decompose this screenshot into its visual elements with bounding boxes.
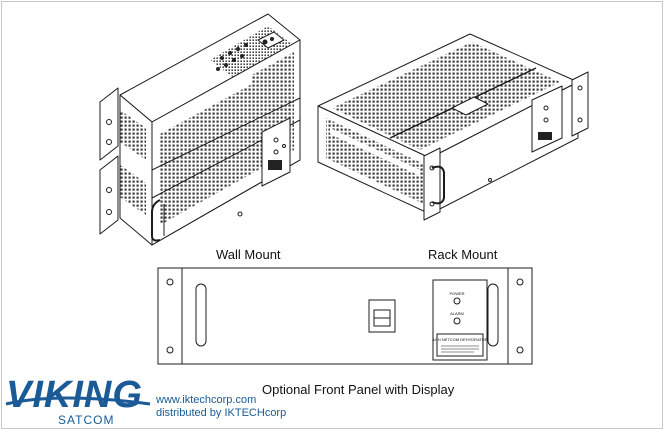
rack-mount-label: Rack Mount — [428, 247, 498, 262]
alarm-indicator-label: ALARM — [450, 311, 464, 316]
wall-mount-label: Wall Mount — [216, 247, 281, 262]
rack-mount-unit — [317, 33, 589, 221]
nameplate-title: ACH NETCOM DEHYDRATOR — [432, 337, 488, 342]
wall-unit-brackets — [99, 87, 119, 235]
front-panel-handle-right — [487, 283, 499, 347]
wall-mount-unit — [99, 13, 301, 246]
rack-unit-ear-right — [571, 71, 589, 137]
website-link[interactable]: www.iktechcorp.com — [156, 394, 257, 406]
brand-name: VIKING — [6, 374, 143, 416]
front-panel-caption: Optional Front Panel with Display — [262, 382, 455, 397]
power-indicator — [453, 297, 461, 305]
brand-swoosh — [5, 396, 151, 406]
wall-unit-top-holes — [216, 43, 248, 71]
power-indicator-label: POWER — [449, 291, 464, 296]
front-panel-drawing — [157, 267, 533, 365]
alarm-indicator — [453, 317, 461, 325]
front-panel-handle-left — [195, 283, 207, 347]
brand-links: www.iktechcorp.com distributed by IKTECH… — [156, 394, 286, 420]
front-panel-nameplate — [436, 333, 484, 357]
distributor-text: distributed by IKTECHcorp — [156, 407, 287, 419]
brand-logo: VIKING SATCOM — [6, 376, 152, 428]
rack-unit-handle — [431, 165, 445, 205]
rack-unit-ear-left — [423, 147, 441, 221]
brand-sub: SATCOM — [58, 413, 115, 427]
